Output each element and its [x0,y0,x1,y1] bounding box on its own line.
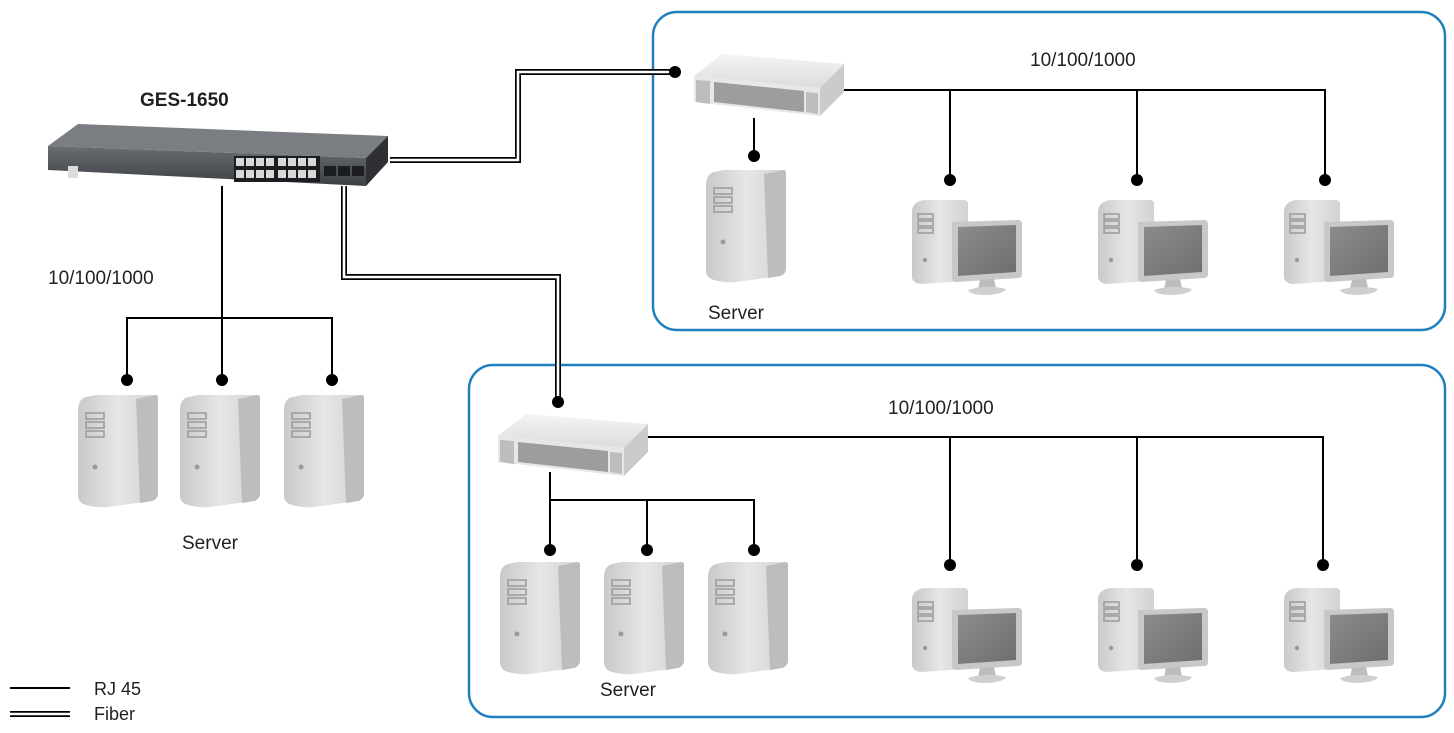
legend-fiber-label: Fiber [94,704,135,724]
port-dot [944,559,956,571]
site-2-speed-label: 10/100/1000 [888,398,994,419]
site-2-switch-icon [498,414,648,476]
legend-rj45-label: RJ 45 [94,679,141,699]
workstation-icon [1097,587,1209,684]
port-dot [326,374,338,386]
port-dot [1317,559,1329,571]
server-icon [179,394,261,508]
site-1-switch-icon [694,54,844,116]
workstation-icon [1283,199,1395,296]
port-dot [1131,559,1143,571]
port-dot [1319,174,1331,186]
server-icon [705,169,787,283]
rj45-links-site-1 [753,89,1326,180]
port-dot [552,396,564,408]
port-dot [944,174,956,186]
port-dot [216,374,228,386]
rj45-links-main [126,186,333,380]
port-dot [748,150,760,162]
site-2-server-label: Server [600,680,657,701]
remote-site-1-boundary [651,10,1447,332]
workstation-icon [911,587,1023,684]
port-dot [544,544,556,556]
main-switch-device [48,124,388,186]
workstation-icon [1097,199,1209,296]
port-dot [641,544,653,556]
fiber-link-to-site-2 [341,186,561,402]
server-icon [499,561,581,675]
legend: RJ 45 Fiber [10,679,141,724]
rj45-links-site-2 [549,436,1324,565]
workstation-icon [1283,587,1395,684]
site-1-speed-label: 10/100/1000 [1030,50,1136,71]
server-icon [707,561,789,675]
remote-site-2-boundary [467,363,1447,719]
fiber-link-to-site-1 [390,69,675,163]
site-1-server-label: Server [708,303,765,324]
switch-model-label: GES-1650 [140,90,229,111]
server-icon [283,394,365,508]
main-server-label: Server [182,533,239,554]
port-dot [748,544,760,556]
port-dot [669,66,681,78]
main-speed-label: 10/100/1000 [48,268,154,289]
server-icon [603,561,685,675]
workstation-icon [911,199,1023,296]
server-icon [77,394,159,508]
port-dot [121,374,133,386]
port-dot [1131,174,1143,186]
